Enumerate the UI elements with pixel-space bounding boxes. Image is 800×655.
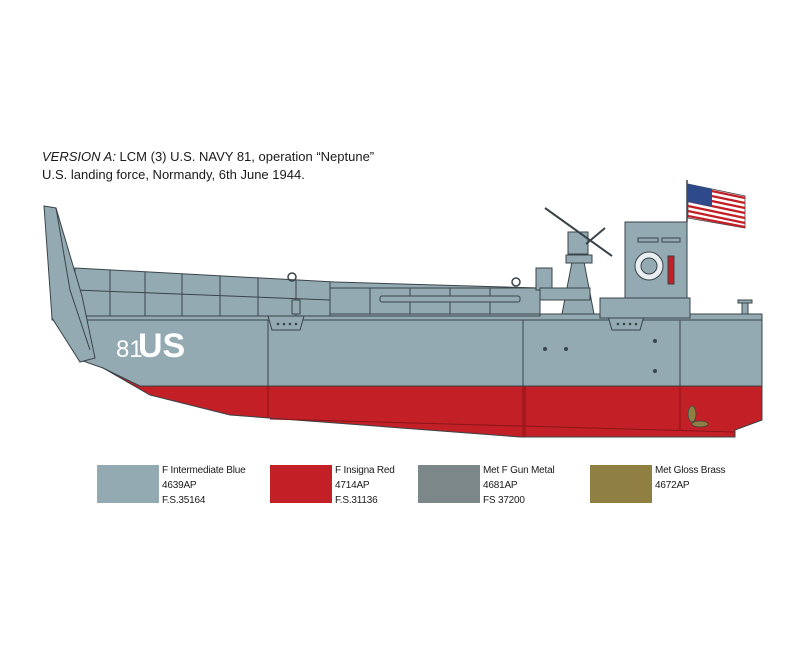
hull-letters: US [138, 327, 185, 365]
paint-label-intermediate-blue: F Intermediate Blue 4639AP F.S.35164 [162, 463, 246, 508]
paint-swatch-gloss-brass [590, 465, 652, 503]
paint-name: F Intermediate Blue [162, 465, 246, 476]
paint-label-insigna-red: F Insigna Red 4714AP F.S.31136 [335, 463, 395, 508]
paint-swatch-insigna-red [270, 465, 332, 503]
caption-title: LCM (3) U.S. NAVY 81, operation “Neptune… [115, 149, 375, 164]
paint-fs: F.S.35164 [162, 495, 206, 506]
paint-swatch-intermediate-blue [97, 465, 159, 503]
paint-name: F Insigna Red [335, 465, 395, 476]
paint-fs: FS 37200 [483, 495, 525, 506]
paint-code: 4714AP [335, 480, 370, 491]
paint-code: 4672AP [655, 480, 690, 491]
propeller-icon [687, 405, 709, 428]
life-ring-icon [634, 251, 664, 281]
paint-fs: F.S.31136 [335, 495, 378, 506]
version-label: VERSION A: [42, 149, 116, 164]
paint-code: 4639AP [162, 480, 197, 491]
us-flag-icon [687, 183, 746, 229]
paint-label-gloss-brass: Met Gloss Brass 4672AP [655, 463, 726, 493]
paint-name: Met F Gun Metal [483, 465, 555, 476]
paint-label-gun-metal: Met F Gun Metal 4681AP FS 37200 [483, 463, 555, 508]
paint-name: Met Gloss Brass [655, 465, 726, 476]
hull-number: 81 [116, 336, 143, 363]
paint-swatch-gun-metal [418, 465, 480, 503]
fire-extinguisher-icon [667, 255, 675, 285]
caption-line-2: U.S. landing force, Normandy, 6th June 1… [42, 167, 305, 182]
gun-mount [535, 207, 613, 315]
caption-line-1: VERSION A: LCM (3) U.S. NAVY 81, operati… [42, 148, 374, 166]
paint-code: 4681AP [483, 480, 518, 491]
